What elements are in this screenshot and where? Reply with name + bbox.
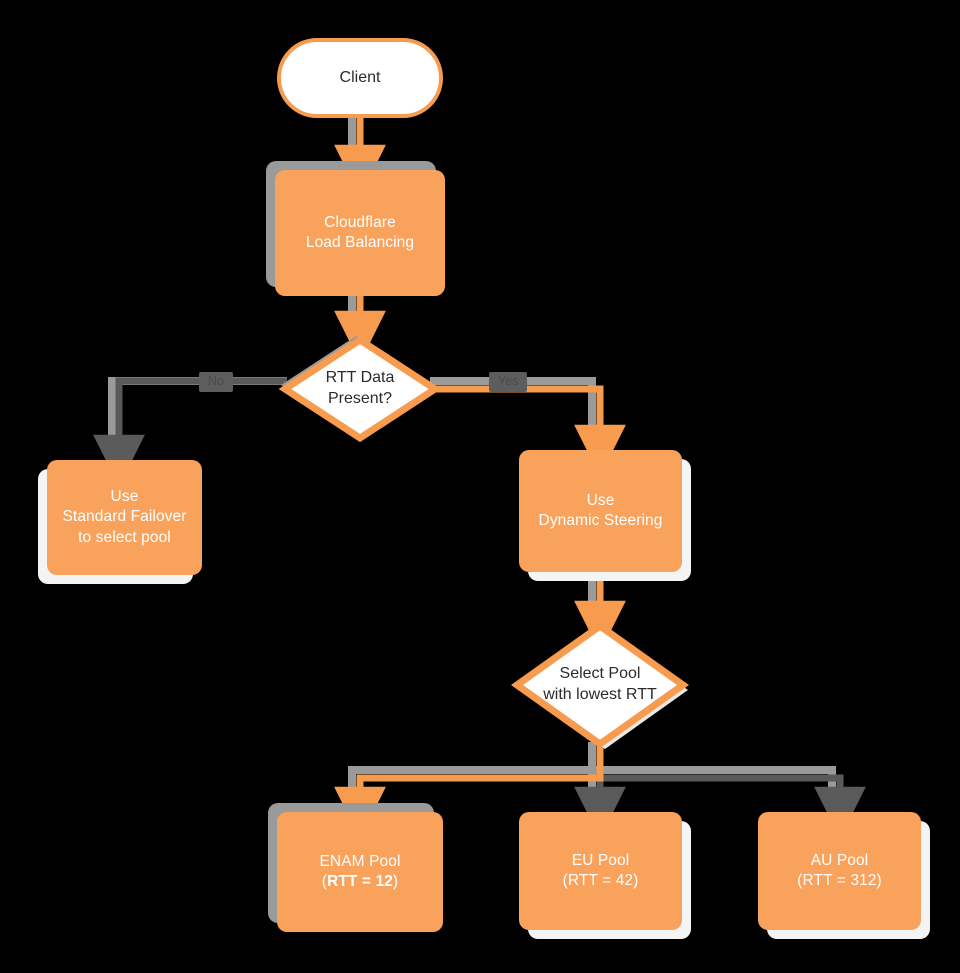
edge-select-to-au-pool [600, 774, 866, 839]
enam-pool-rtt: (RTT = 12) [319, 872, 400, 892]
enam-pool-name: ENAM Pool [319, 852, 401, 870]
node-select-pool[interactable]: Select Pool with lowest RTT [510, 620, 690, 750]
node-dynamic-steering-label: Use Dynamic Steering [539, 491, 663, 532]
node-load-balancing[interactable]: Cloudflare Load Balancing [275, 170, 445, 296]
enam-rtt-value: RTT = 12 [327, 873, 393, 890]
select-pool-shape [510, 621, 690, 749]
node-select-pool-label: Select Pool with lowest RTT [511, 620, 689, 750]
au-rtt-close: ) [876, 872, 882, 889]
node-client[interactable]: Client [277, 38, 443, 118]
rtt-decision-line1: RTT Data [325, 369, 395, 387]
rtt-decision-line2: Present? [327, 390, 393, 407]
standard-failover-line2: Standard Failover [62, 508, 187, 526]
select-pool-line2: with lowest RTT [543, 686, 657, 703]
au-rtt-value: RTT = 312 [802, 872, 877, 889]
node-enam-pool[interactable]: ENAM Pool (RTT = 12) [277, 812, 443, 932]
node-client-label: Client [339, 69, 381, 87]
node-dynamic-steering[interactable]: Use Dynamic Steering [519, 450, 682, 572]
eu-rtt-close: ) [633, 872, 639, 889]
edge-rtt-to-standard-failover [93, 377, 287, 487]
eu-rtt-value: RTT = 42 [567, 872, 634, 889]
standard-failover-line1: Use [110, 487, 139, 505]
node-rtt-decision-label: RTT Data Present? [278, 333, 442, 445]
enam-rtt-close: ) [392, 873, 399, 890]
node-load-balancing-label: Cloudflare Load Balancing [306, 213, 414, 254]
eu-pool-name: EU Pool [571, 851, 630, 869]
standard-failover-line3: to select pool [78, 528, 171, 546]
eu-rtt-open: ( [562, 872, 568, 889]
au-rtt-open: ( [797, 872, 803, 889]
enam-rtt-open: ( [321, 873, 328, 890]
select-pool-line1: Select Pool [559, 665, 641, 683]
node-standard-failover[interactable]: Use Standard Failover to select pool [47, 460, 202, 575]
node-rtt-decision[interactable]: RTT Data Present? [278, 333, 442, 445]
node-eu-pool[interactable]: EU Pool (RTT = 42) [519, 812, 682, 930]
load-balancing-line2: Load Balancing [305, 234, 415, 251]
edge-shadow-select-au [592, 766, 836, 808]
dynamic-steering-line2: Dynamic Steering [538, 512, 663, 529]
load-balancing-line1: Cloudflare [324, 213, 396, 231]
edge-label-yes: Yes [489, 372, 528, 392]
node-eu-pool-label: EU Pool (RTT = 42) [563, 851, 639, 892]
au-pool-name: AU Pool [810, 851, 869, 869]
edge-select-to-enam-pool [334, 746, 604, 839]
edge-shadow-select-enam [348, 742, 596, 808]
dynamic-steering-line1: Use [586, 491, 615, 509]
eu-pool-rtt: (RTT = 42) [563, 871, 639, 891]
node-au-pool[interactable]: AU Pool (RTT = 312) [758, 812, 921, 930]
rtt-decision-shape [278, 335, 442, 443]
edge-label-no: No [199, 372, 233, 392]
node-enam-pool-label: ENAM Pool (RTT = 12) [319, 852, 400, 893]
node-au-pool-label: AU Pool (RTT = 312) [797, 851, 882, 892]
node-standard-failover-label: Use Standard Failover to select pool [62, 487, 186, 548]
edge-rtt-to-dynamic-steering [434, 385, 626, 477]
au-pool-rtt: (RTT = 312) [797, 871, 882, 891]
